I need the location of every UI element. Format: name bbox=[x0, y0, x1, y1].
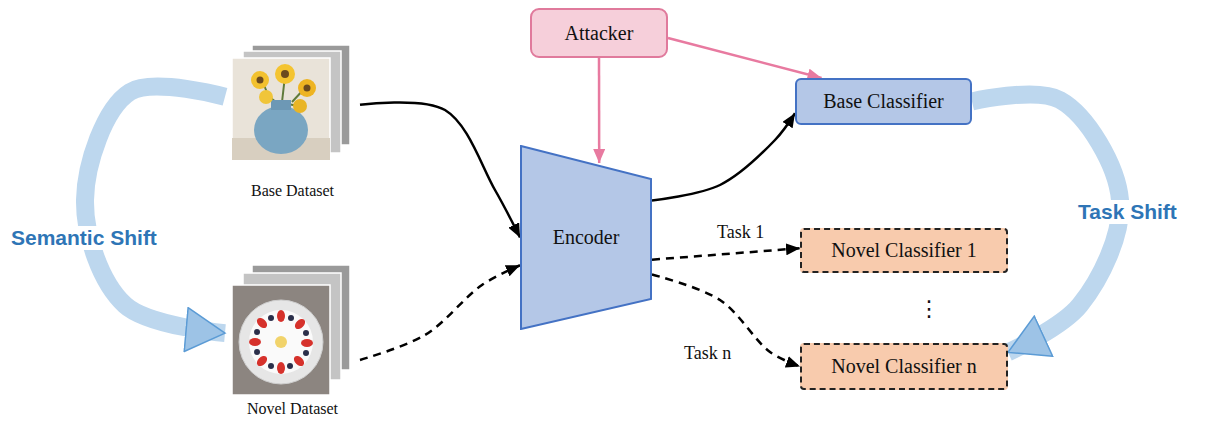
sunflower-center bbox=[304, 85, 311, 92]
edge-label: Task n bbox=[682, 343, 733, 364]
ellipsis-mark: ⋮ bbox=[918, 296, 940, 321]
classifier-box: Novel Classifier n bbox=[800, 343, 1008, 390]
plate bbox=[239, 300, 323, 384]
shift-label: Task Shift bbox=[1075, 200, 1180, 224]
sunflower-center bbox=[257, 77, 264, 84]
vase-neck bbox=[271, 100, 291, 110]
connector-arrow bbox=[360, 102, 520, 237]
node-text: Novel Classifier n bbox=[831, 355, 977, 378]
sunflower bbox=[259, 90, 273, 104]
connector-arrow bbox=[360, 265, 520, 360]
sunflower bbox=[298, 79, 316, 97]
edge-label: Task 1 bbox=[715, 222, 766, 243]
sunflower bbox=[251, 71, 269, 89]
node-text: Encoder bbox=[553, 226, 620, 249]
classifier-box: Novel Classifier 1 bbox=[800, 228, 1008, 273]
dessert-photo bbox=[232, 285, 330, 395]
strawberries bbox=[249, 310, 313, 374]
dataset-images: Base Dataset bbox=[225, 40, 360, 202]
novel-image-stack bbox=[232, 265, 350, 395]
sunflower-photo bbox=[232, 58, 330, 160]
base-image-stack bbox=[232, 45, 350, 160]
shift-arrow bbox=[85, 87, 225, 334]
encoder-shape bbox=[521, 146, 651, 329]
shift-arrow bbox=[972, 95, 1120, 353]
connector-arrow bbox=[652, 248, 800, 259]
node-text: Novel Dataset bbox=[247, 400, 338, 420]
cake bbox=[249, 310, 313, 374]
sunflower-center bbox=[281, 70, 289, 78]
vase bbox=[254, 106, 308, 154]
connector-arrow bbox=[652, 113, 795, 200]
blueberries bbox=[254, 315, 309, 369]
dataset-images: Novel Dataset bbox=[225, 262, 360, 420]
classifier-box: Base Classifier bbox=[795, 78, 972, 125]
attacker-box: Attacker bbox=[530, 8, 668, 58]
connector-arrow bbox=[598, 58, 601, 163]
connector-arrow bbox=[652, 275, 800, 367]
sunflower bbox=[293, 99, 307, 113]
node-text: Attacker bbox=[565, 22, 634, 45]
encoder-trapezoid: Encoder bbox=[520, 145, 652, 330]
trapezoid-outline bbox=[520, 145, 652, 330]
sunflower bbox=[275, 64, 295, 84]
node-text: Novel Classifier 1 bbox=[831, 239, 977, 262]
node-text: Base Classifier bbox=[823, 90, 944, 113]
node-text: Base Dataset bbox=[251, 182, 334, 202]
shift-label: Semantic Shift bbox=[8, 226, 160, 250]
connector-arrow bbox=[668, 38, 822, 78]
banana-slice bbox=[275, 336, 287, 348]
